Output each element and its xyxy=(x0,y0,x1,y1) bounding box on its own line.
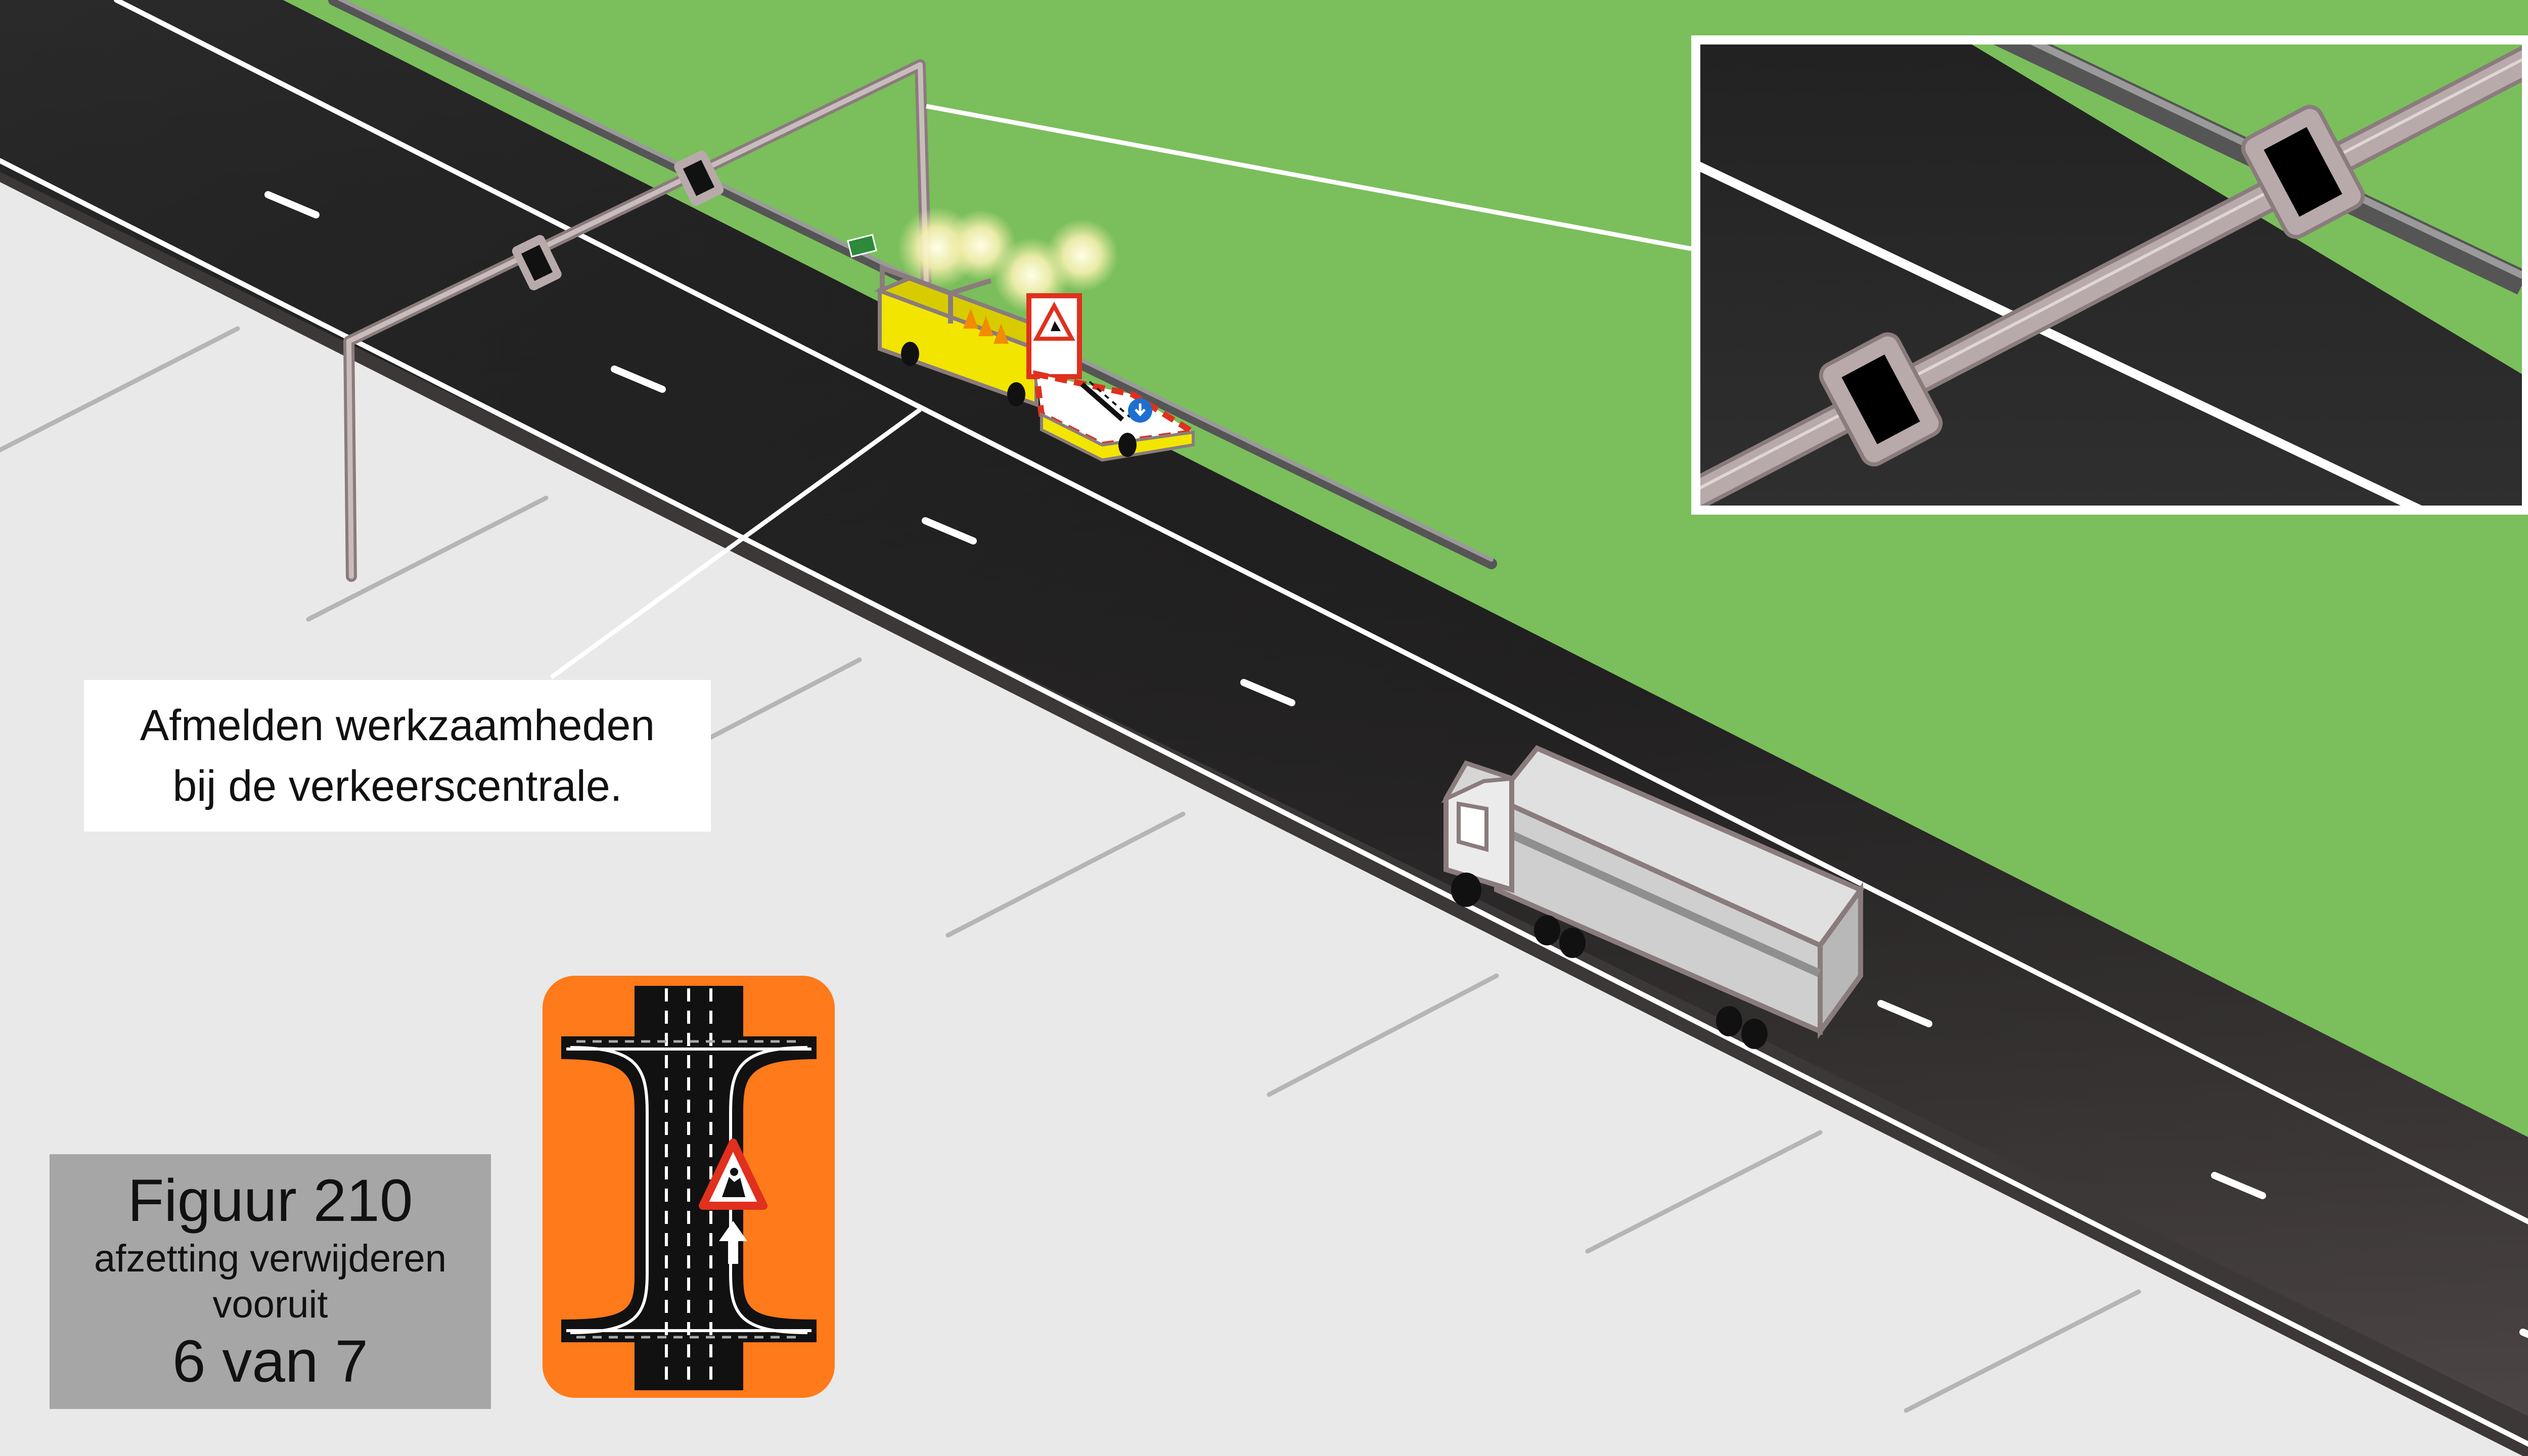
callout-box: Afmelden werkzaamheden bij de verkeersce… xyxy=(84,680,711,832)
step-indicator: 6 van 7 xyxy=(172,1328,368,1396)
figure-caption: Figuur 210 afzetting verwijderen vooruit… xyxy=(50,1154,491,1409)
figure-description-2: vooruit xyxy=(212,1282,328,1328)
figure-description-1: afzetting verwijderen xyxy=(94,1236,446,1282)
callout-line-2: bij de verkeerscentrale. xyxy=(172,756,622,816)
zoom-inset xyxy=(1668,13,2528,561)
overview-pictogram xyxy=(543,976,835,1398)
callout-line-1: Afmelden werkzaamheden xyxy=(140,695,655,756)
figure-title: Figuur 210 xyxy=(127,1167,413,1236)
